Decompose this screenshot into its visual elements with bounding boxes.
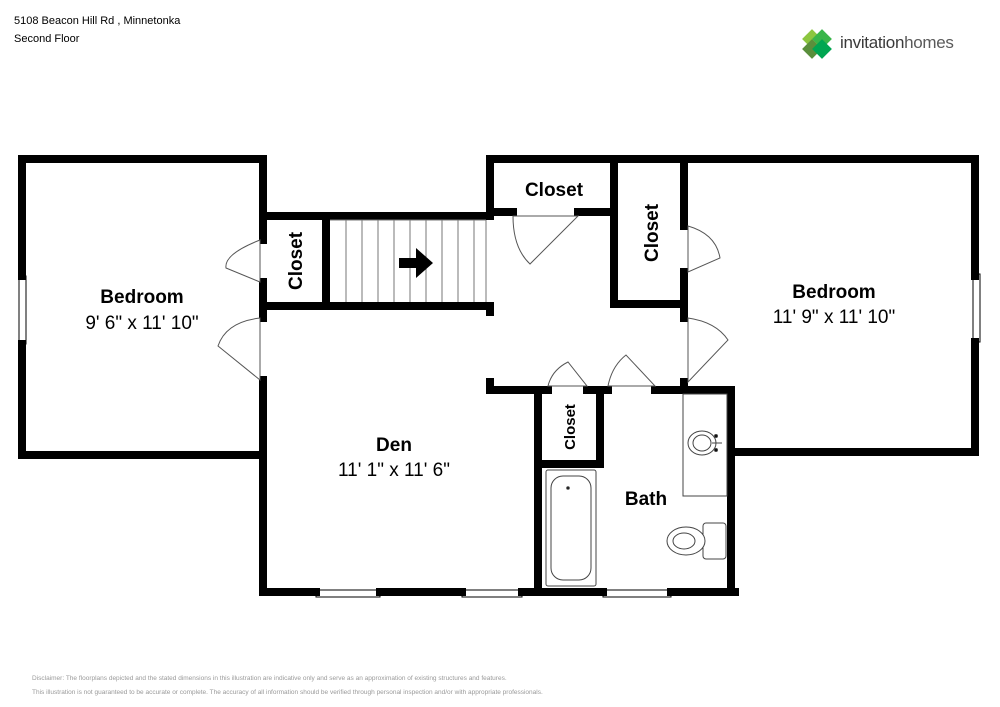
room-name-closet-left: Closet [286, 231, 307, 290]
disclaimer: Disclaimer: The floorplans depicted and … [32, 672, 543, 700]
room-dims-bedroom-left: 9' 6" x 11' 10" [85, 313, 198, 334]
window-den-1 [315, 589, 381, 598]
brand-logo: invitationhomes [798, 25, 988, 63]
header: 5108 Beacon Hill Rd , Minnetonka Second … [14, 12, 180, 48]
room-name-bedroom-left: Bedroom [100, 287, 183, 308]
room-name-closet-bath: Closet [562, 404, 579, 450]
diamond-cluster-icon [802, 29, 832, 59]
doors [217, 215, 729, 387]
stair-direction-arrow-icon [399, 248, 433, 278]
door-left-bedroom [217, 317, 261, 382]
window-left [18, 275, 27, 345]
door-right-closet [687, 225, 721, 273]
room-name-bath: Bath [625, 489, 667, 510]
room-name-den: Den [376, 435, 412, 456]
disclaimer-line-2: This illustration is not guaranteed to b… [32, 689, 543, 696]
disclaimer-line-1: Disclaimer: The floorplans depicted and … [32, 675, 507, 682]
door-bath-closet [547, 361, 589, 387]
window-right [972, 273, 981, 343]
bathtub-basin [550, 475, 592, 581]
door-right-bedroom [687, 317, 729, 384]
floor-label: Second Floor [14, 33, 80, 45]
room-name-bedroom-right: Bedroom [792, 282, 875, 303]
address-text: 5108 Beacon Hill Rd , Minnetonka [14, 15, 181, 27]
door-top-closet [512, 215, 580, 265]
bath-fixtures [545, 393, 728, 587]
brand-name-part1: invitation [840, 33, 905, 52]
room-name-closet-top: Closet [525, 180, 584, 201]
window-bath [602, 589, 672, 598]
room-dims-den: 11' 1" x 11' 6" [338, 460, 450, 481]
brand-name-part2: homes [904, 33, 954, 52]
toilet-tank [702, 522, 727, 560]
door-bath [607, 354, 657, 387]
staircase [330, 219, 487, 302]
room-name-closet-right: Closet [642, 203, 663, 262]
brand-name: invitationhomes [840, 33, 954, 53]
room-dims-bedroom-right: 11' 9" x 11' 10" [773, 307, 896, 328]
door-left-closet [225, 239, 261, 283]
walls [18, 155, 979, 596]
window-den-2 [461, 589, 523, 598]
